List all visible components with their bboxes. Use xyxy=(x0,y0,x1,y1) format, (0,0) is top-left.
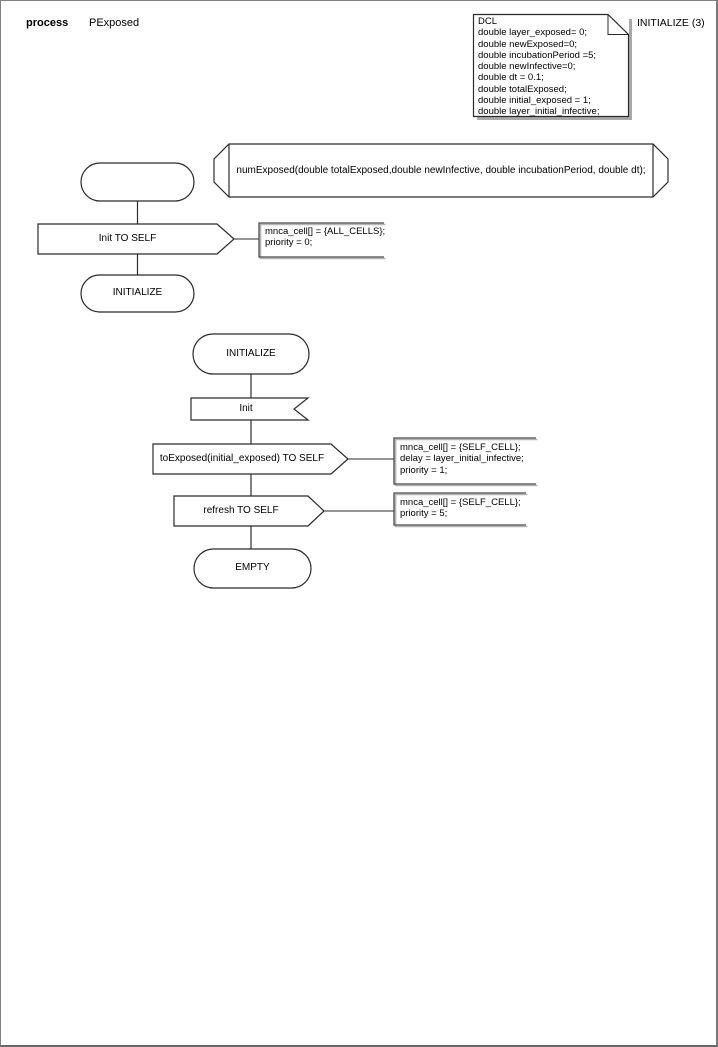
dcl-note-shadow xyxy=(477,19,632,120)
comment2-bracket[interactable] xyxy=(393,437,536,485)
dcl-note-shape[interactable] xyxy=(472,13,630,118)
state-empty-shape[interactable] xyxy=(193,548,312,589)
input-init-label: Init xyxy=(239,403,253,414)
input-init-shape[interactable] xyxy=(190,397,310,421)
start-state-shape[interactable] xyxy=(80,162,195,202)
dcl-note-fold-icon xyxy=(607,14,629,35)
output-refresh-label: refresh TO SELF xyxy=(203,505,279,516)
comment3-bracket[interactable] xyxy=(393,492,526,526)
state2-initialize-label: INITIALIZE xyxy=(226,348,276,359)
comment3-bracket-shadow xyxy=(394,493,528,528)
comment2-text: mnca_cell[] = {SELF_CELL}; delay = layer… xyxy=(400,442,524,476)
comment2-bracket-shadow xyxy=(394,438,538,487)
output-refresh-shape[interactable] xyxy=(173,495,325,527)
output-init-to-self-label: Init TO SELF xyxy=(98,233,157,244)
state-initialize-label: INITIALIZE xyxy=(112,287,163,298)
comment3-text: mnca_cell[] = {SELF_CELL}; priority = 5; xyxy=(400,497,521,520)
comment1-bracket[interactable] xyxy=(258,222,384,258)
dcl-declarations-text: DCL double layer_exposed= 0; double newE… xyxy=(478,16,600,118)
process-name-label: PExposed xyxy=(89,17,140,29)
procedure-signature-label: numExposed(double totalExposed,double ne… xyxy=(236,165,646,176)
output-init-to-self-shape[interactable] xyxy=(37,223,235,255)
output-toexposed-label: toExposed(initial_exposed) TO SELF xyxy=(159,453,325,464)
process-kind-label: process xyxy=(26,17,69,29)
page-reference-label: INITIALIZE (3) xyxy=(637,17,705,29)
comment1-bracket-shadow xyxy=(259,223,386,260)
state-empty-label: EMPTY xyxy=(235,562,270,573)
comment1-text: mnca_cell[] = {ALL_CELLS}; priority = 0; xyxy=(265,226,386,249)
output-toexposed-shape[interactable] xyxy=(152,443,349,475)
state-initialize-shape[interactable] xyxy=(80,274,195,313)
